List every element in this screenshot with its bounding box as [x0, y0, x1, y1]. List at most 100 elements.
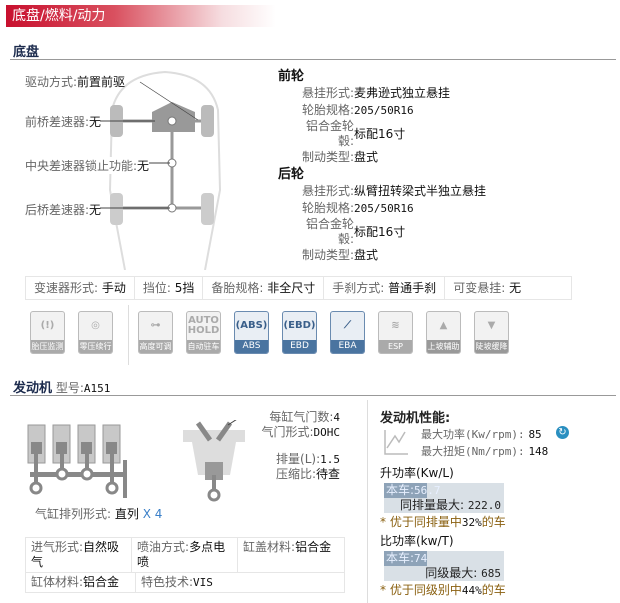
- head-material-label: 缸盖材料:: [243, 540, 296, 554]
- feature-零压续行-icon: ◎零压续行: [78, 311, 113, 354]
- performance-heading: 发动机性能:: [380, 411, 451, 426]
- rear-rim-value: 标配16寸: [354, 224, 406, 239]
- front-rim-value: 标配16寸: [354, 126, 406, 141]
- specific-power-value: 56.7: [414, 484, 441, 497]
- power-weight-max-label: 同级最大:: [425, 566, 478, 580]
- block-material-value: 铝合金: [83, 575, 120, 589]
- center-diff-label: 中央差速器锁止功能:: [25, 159, 138, 173]
- block-material-label: 缸体材料:: [31, 575, 84, 589]
- feature-label: 高度可调: [139, 340, 172, 353]
- max-power-value: 85: [528, 428, 542, 441]
- feature-label: 陡坡缓降: [475, 340, 508, 353]
- compression-value: 待查: [315, 467, 340, 481]
- front-diff-label: 前桥差速器:: [25, 115, 90, 129]
- chassis-spec-row: 变速器形式: 手动 挡位: 5挡 备胎规格: 非全尺寸 手刹方式: 普通手刹 可…: [25, 276, 572, 300]
- feature-高度可调-icon: ⊶高度可调: [138, 311, 173, 354]
- tech-label: 特色技术:: [141, 575, 194, 589]
- front-rim-label: 铝合金轮毂:: [305, 119, 354, 148]
- engine-model-label: 型号:: [55, 381, 84, 395]
- specific-power-max-value: 222.0: [467, 499, 501, 512]
- drive-value: 前置前驱: [77, 75, 126, 89]
- rear-suspension-label: 悬挂形式:: [301, 184, 354, 198]
- max-power-label: 最大功率(Kw/rpm):: [421, 428, 525, 441]
- layout-label: 气缸排列形式:: [35, 507, 112, 521]
- divider: [10, 395, 616, 396]
- injection-value: 多点电喷: [137, 540, 226, 569]
- chassis-heading: 底盘: [13, 45, 40, 60]
- feature-eba-icon: ⟋EBA: [330, 311, 365, 354]
- feature-label: 自动驻车: [187, 340, 220, 353]
- valves-value: 4: [333, 411, 340, 424]
- max-torque-value: 148: [528, 445, 549, 458]
- engine-model-value: A151: [83, 382, 111, 395]
- feature-label: EBA: [331, 340, 364, 353]
- tech-value: VIS: [193, 576, 213, 589]
- feature-ebd-icon: ((EBD))EBD: [282, 311, 317, 354]
- feature-label: 上坡辅助: [427, 340, 460, 353]
- section-title-bar: 底盘/燃料/动力: [6, 5, 276, 27]
- layout-value: 直列: [114, 507, 139, 521]
- spec-gears: 挡位: 5挡: [135, 277, 204, 299]
- rear-brake-label: 制动类型:: [301, 248, 354, 262]
- valve-type-value: DOHC: [313, 426, 341, 439]
- power-weight-note: * 优于同级别中44%的车: [380, 583, 506, 597]
- rear-wheel-heading: 后轮: [278, 167, 305, 182]
- rear-diff-label: 后桥差速器:: [25, 203, 90, 217]
- inline-cylinders-icon: [27, 424, 127, 498]
- front-suspension-label: 悬挂形式:: [301, 86, 354, 100]
- rear-brake-value: 盘式: [354, 248, 379, 262]
- spec-transmission: 变速器形式: 手动: [26, 277, 135, 299]
- rear-rim-label: 铝合金轮毂:: [305, 217, 354, 246]
- specific-power-max-label: 同排量最大:: [400, 498, 465, 512]
- rear-suspension-value: 纵臂扭转梁式半独立悬挂: [354, 184, 487, 198]
- feature-label: ABS: [235, 340, 268, 353]
- drive-label: 驱动方式:: [25, 75, 78, 89]
- specific-power-bar: 本车:56.7: [384, 483, 504, 498]
- power-weight-max-value: 685: [481, 567, 501, 580]
- displacement-value: 1.5: [320, 453, 340, 466]
- layout-count: 4: [154, 507, 163, 521]
- feature-上坡辅助-icon: ▲上坡辅助: [426, 311, 461, 354]
- compression-label: 压缩比:: [275, 467, 316, 481]
- front-suspension-value: 麦弗逊式独立悬挂: [354, 86, 451, 100]
- specific-power-note: * 优于同排量中32%的车: [380, 515, 506, 529]
- max-torque-label: 最大扭矩(Nm/rpm):: [421, 445, 525, 458]
- engine-spec-grid: 进气形式:自然吸气 喷油方式:多点电喷 缸盖材料:铝合金 缸体材料:铝合金 特色…: [25, 537, 345, 593]
- front-tire-label: 轮胎规格:: [301, 103, 354, 117]
- rear-diff-value: 无: [89, 203, 102, 217]
- feature-label: 胎压监测: [31, 340, 64, 353]
- spec-variable-suspension: 可变悬挂: 无: [453, 281, 522, 295]
- front-wheel-heading: 前轮: [278, 69, 305, 84]
- engine-heading: 发动机: [13, 381, 53, 396]
- power-weight-heading: 比功率(kw/T): [380, 534, 454, 548]
- feature-label: ESP: [379, 340, 412, 353]
- refresh-icon[interactable]: ↻: [556, 426, 569, 439]
- displacement-label: 排量(L):: [276, 452, 321, 466]
- power-weight-value: 74: [414, 552, 428, 565]
- specific-power-heading: 升功率(Kw/L): [380, 466, 454, 480]
- intake-label: 进气形式:: [31, 540, 84, 554]
- center-diff-value: 无: [137, 159, 150, 173]
- front-brake-label: 制动类型:: [301, 150, 354, 164]
- rear-tire-value: 205/50R16: [354, 202, 414, 215]
- valves-label: 每缸气门数:: [269, 410, 334, 424]
- head-material-value: 铝合金: [295, 540, 332, 554]
- power-curve-icon: [384, 430, 408, 455]
- valve-type-label: 气门形式:: [261, 425, 314, 439]
- feature-label: 零压续行: [79, 340, 112, 353]
- feature-esp-icon: ≋ESP: [378, 311, 413, 354]
- feature-胎压监测-icon: (!)胎压监测: [30, 311, 65, 354]
- injection-label: 喷油方式:: [137, 540, 190, 554]
- rear-tire-label: 轮胎规格:: [301, 201, 354, 215]
- car-drivetrain-diagram: [100, 70, 222, 270]
- spec-spare-tire: 备胎规格: 非全尺寸: [203, 277, 325, 299]
- front-brake-value: 盘式: [354, 150, 379, 164]
- feature-陡坡缓降-icon: ▼陡坡缓降: [474, 311, 509, 354]
- divider: [10, 59, 616, 60]
- feature-abs-icon: ((ABS))ABS: [234, 311, 269, 354]
- divider: [367, 400, 368, 603]
- spec-handbrake: 手刹方式: 普通手刹: [324, 277, 446, 299]
- power-weight-bar: 本车:74: [384, 551, 504, 566]
- front-diff-value: 无: [89, 115, 102, 129]
